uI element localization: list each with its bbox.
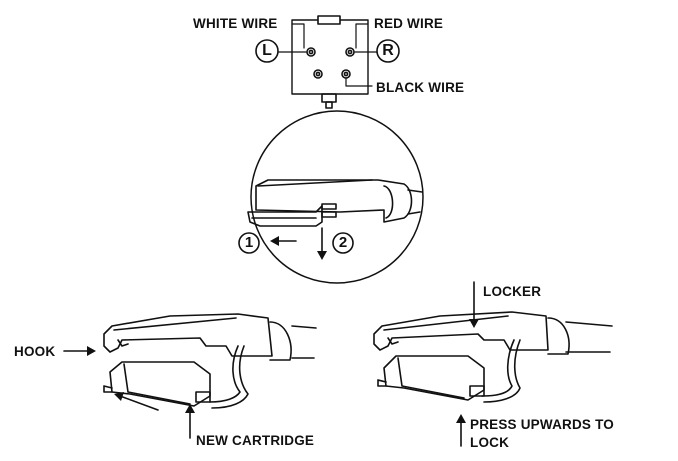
press-upwards-label-line-2: LOCK (470, 435, 510, 450)
mount-bar (318, 16, 340, 24)
right-arm-tube (566, 322, 612, 352)
white-wire-label: WHITE WIRE (193, 16, 278, 31)
left-headshell (104, 314, 272, 356)
left-cartridge-stylus (104, 386, 112, 392)
step-1-circle (239, 233, 259, 253)
black-wire-label: BLACK WIRE (376, 80, 465, 95)
pin-black-left (314, 70, 322, 78)
locker-label: LOCKER (483, 284, 542, 299)
step-2-number: 2 (338, 234, 348, 251)
right-channel-mark: R (382, 42, 394, 59)
pin-black-right (342, 70, 350, 78)
right-headshell-top (384, 316, 508, 330)
left-wires (210, 346, 248, 408)
left-cartridge-pins (196, 392, 210, 402)
right-headshell-lip (388, 338, 398, 344)
right-headshell (374, 312, 548, 350)
step-2-arrowhead (317, 251, 327, 260)
left-channel-mark: L (262, 42, 272, 59)
left-headshell-top (114, 318, 236, 330)
detail-headshell-top (258, 180, 372, 186)
step-2-circle (333, 233, 353, 253)
detail-cartridge (248, 206, 322, 226)
step-1-arrowhead (270, 236, 279, 246)
left-cartridge-face (124, 364, 190, 404)
zoom-circle (251, 111, 423, 283)
removal-arrowhead (114, 392, 124, 401)
detail-pin-upper (322, 204, 336, 209)
hook-arrowhead (87, 346, 96, 356)
white-wire-leader (292, 24, 304, 48)
red-wire-leader (356, 24, 368, 48)
hook-label: HOOK (14, 344, 56, 359)
step-1-number: 1 (244, 234, 254, 251)
press-upwards-label-line-1: PRESS UPWARDS TO (470, 417, 614, 432)
left-arm-collar (270, 322, 291, 360)
new-cartridge-arrowhead (185, 404, 195, 413)
right-arm-collar (548, 318, 569, 354)
left-headshell-lip (118, 340, 128, 346)
left-arm-tube (292, 326, 316, 358)
press-arrowhead (456, 414, 466, 423)
removal-arrow-line (120, 396, 158, 410)
detail-arm (408, 190, 422, 214)
pin-white (307, 48, 315, 56)
right-cartridge-face (398, 358, 464, 398)
right-cartridge-stylus (378, 380, 386, 386)
stylus-stub (322, 94, 336, 102)
cartridge-back-plate (292, 20, 368, 94)
left-channel-circle (256, 40, 278, 62)
wiring-diagram (256, 16, 399, 108)
right-channel-circle (377, 40, 399, 62)
red-wire-label: RED WIRE (374, 16, 444, 31)
zoom-detail (239, 111, 423, 283)
detail-pin-lower (322, 212, 336, 217)
right-cartridge-pins (470, 386, 484, 396)
stylus-tip (326, 102, 332, 108)
detail-headshell-ring (384, 186, 393, 218)
assembly-right (374, 282, 612, 446)
black-wire-leader (346, 78, 372, 86)
new-cartridge-label: NEW CARTRIDGE (196, 433, 315, 448)
locker-arrowhead (469, 319, 479, 328)
assembly-left (64, 314, 316, 438)
pin-red (346, 48, 354, 56)
right-wires (482, 340, 520, 402)
detail-headshell (256, 180, 412, 222)
